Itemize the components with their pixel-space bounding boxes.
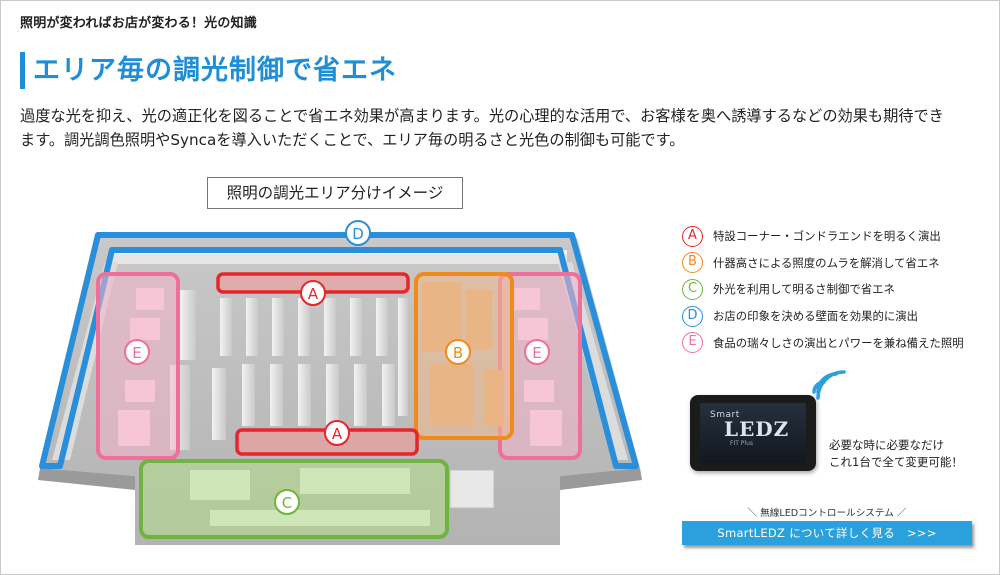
smartledz-detail-button[interactable]: SmartLEDZ について詳しく見る >>> <box>682 521 972 545</box>
legend-badge-d: D <box>682 305 703 327</box>
legend-badge-b: B <box>682 252 703 274</box>
heading-accent-bar <box>20 52 25 89</box>
zone-e-right-label: E <box>532 344 541 362</box>
tablet-logo-ledz: LEDZ <box>724 417 790 441</box>
legend-item-d: D お店の印象を決める壁面を効果的に演出 <box>682 303 964 330</box>
legend-text-a: 特設コーナー・ゴンドラエンドを明るく演出 <box>713 229 941 244</box>
controller-tablet-image: Smart LEDZ FIT Plus <box>690 395 816 471</box>
map-caption: 照明の調光エリア分けイメージ <box>207 177 463 209</box>
zone-b-label: B <box>453 344 463 362</box>
tablet-logo-smart: Smart <box>710 410 740 420</box>
promo-line-2: これ1台で全て変更可能！ <box>829 455 963 469</box>
legend-text-c: 外光を利用して明るさ制御で省エネ <box>713 282 895 297</box>
zone-e-right <box>498 272 582 460</box>
zone-e-left <box>96 272 180 460</box>
zone-a-top-label: A <box>308 285 319 303</box>
page-heading: エリア毎の調光制御で省エネ <box>33 55 397 86</box>
legend-badge-e: E <box>682 332 703 354</box>
intro-line-1: 過度な光を抑え、光の適正化を図ることで省エネ効果が高まります。光の心理的な活用で… <box>20 107 944 125</box>
wireless-signal-icon <box>812 370 846 400</box>
legend-badge-c: C <box>682 278 703 300</box>
tablet-screen: Smart LEDZ FIT Plus <box>700 403 806 463</box>
entrance-block <box>449 469 495 509</box>
zone-d-outline <box>39 232 639 469</box>
legend-item-b: B 什器高さによる照度のムラを解消して省エネ <box>682 250 964 277</box>
intro-line-2: ます。調光調色照明やSyncaを導入いただくことで、エリア毎の明るさと光色の制御… <box>20 131 685 149</box>
gondola-shelves <box>170 290 408 450</box>
zone-legend: A 特設コーナー・ゴンドラエンドを明るく演出 B 什器高さによる照度のムラを解消… <box>682 223 964 356</box>
legend-item-a: A 特設コーナー・ゴンドラエンドを明るく演出 <box>682 223 964 250</box>
legend-text-e: 食品の瑞々しさの演出とパワーを兼ね備えた照明 <box>713 335 964 350</box>
system-label: ＼ 無線LEDコントロールシステム ／ <box>747 508 907 519</box>
legend-badge-a: A <box>682 225 703 247</box>
zone-c-label: C <box>282 494 292 512</box>
promo-line-1: 必要な時に必要なだけ <box>829 438 944 452</box>
site-section-title: 照明が変わればお店が変わる！光の知識 <box>20 16 257 31</box>
legend-text-d: お店の印象を決める壁面を効果的に演出 <box>713 309 919 324</box>
tablet-logo-fit: FIT Plus <box>730 440 754 447</box>
zone-e-left-label: E <box>132 344 141 362</box>
legend-item-c: C 外光を利用して明るさ制御で省エネ <box>682 276 964 303</box>
zone-badges <box>124 220 550 515</box>
intro-paragraph: 過度な光を抑え、光の適正化を図ることで省エネ効果が高まります。光の心理的な活用で… <box>20 104 980 152</box>
promo-text: 必要な時に必要なだけ これ1台で全て変更可能！ <box>829 437 963 471</box>
legend-item-e: E 食品の瑞々しさの演出とパワーを兼ね備えた照明 <box>682 329 964 356</box>
zone-d-label: D <box>352 225 364 243</box>
zone-a-bottom-label: A <box>332 425 343 443</box>
legend-text-b: 什器高さによる照度のムラを解消して省エネ <box>713 255 940 270</box>
